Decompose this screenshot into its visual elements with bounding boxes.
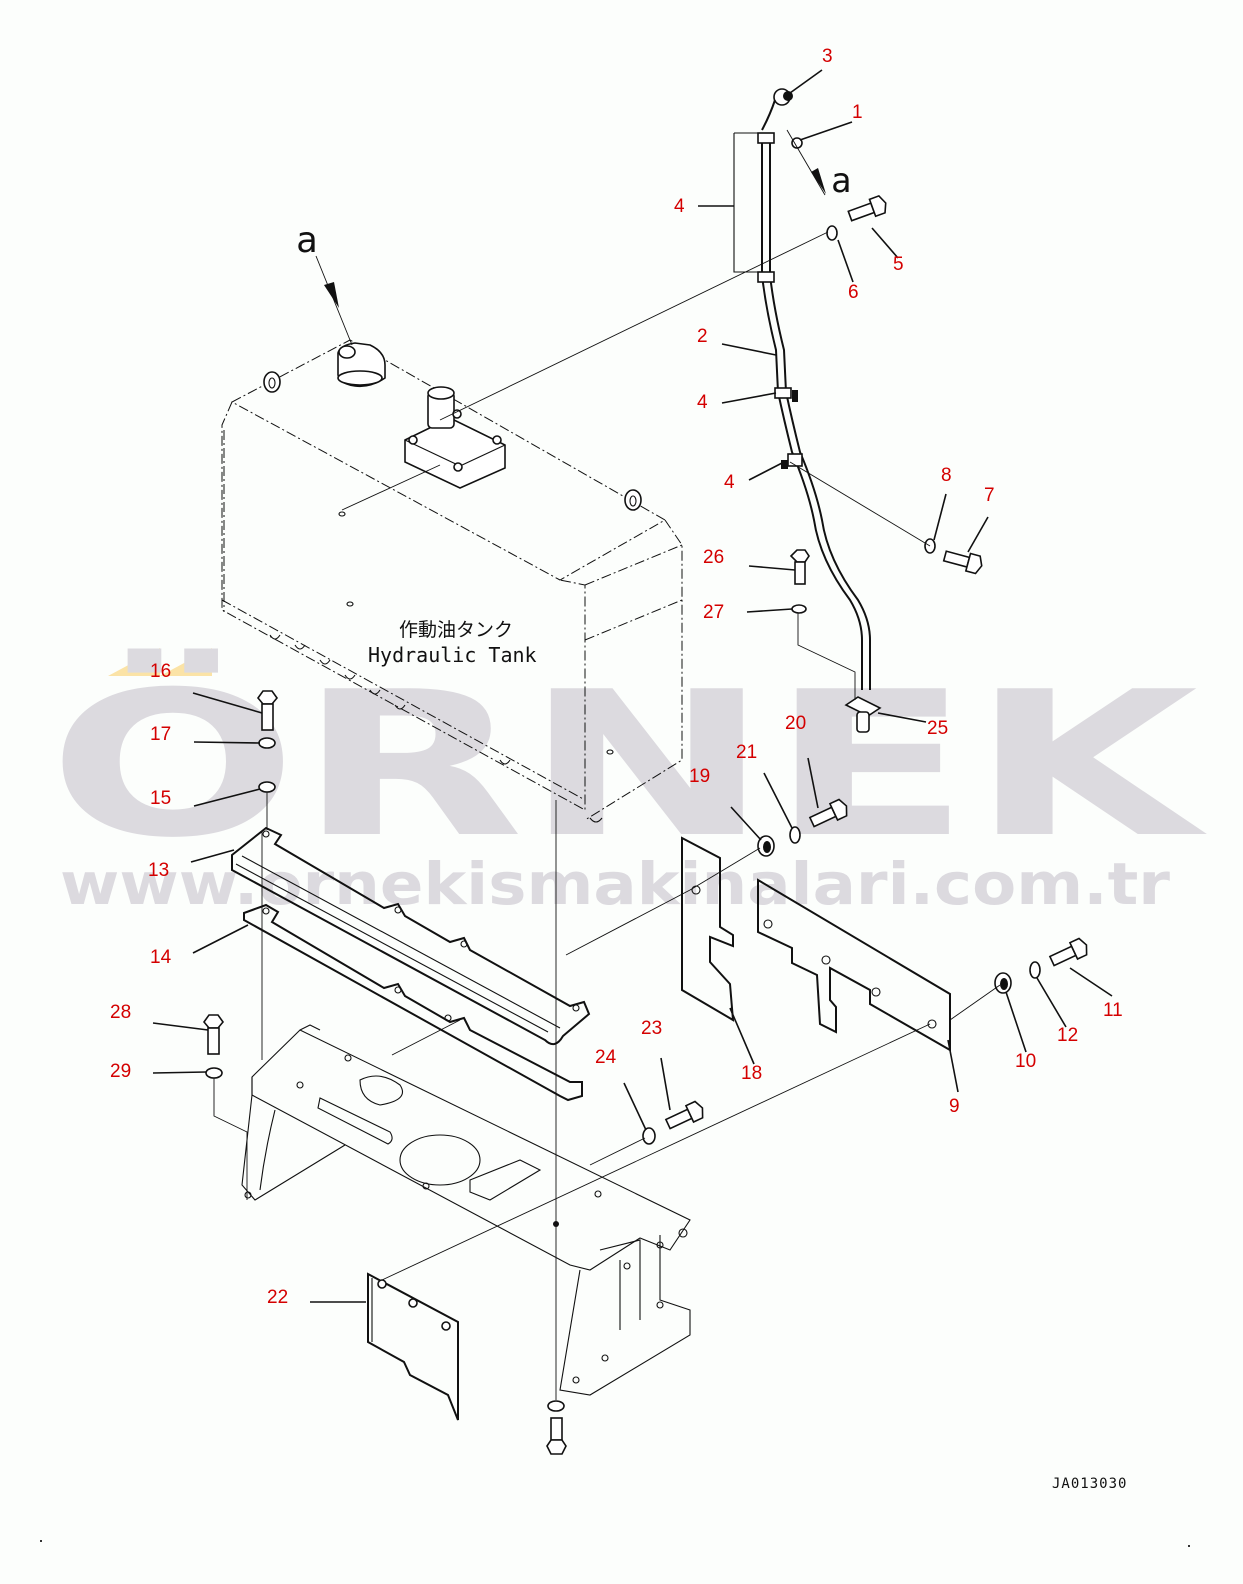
tank-label-jp: 作動油タンク bbox=[399, 619, 513, 641]
callout-26: 26 bbox=[703, 547, 724, 568]
callout-6: 6 bbox=[848, 282, 859, 303]
clamp bbox=[774, 387, 792, 399]
level-gauge-tube bbox=[733, 88, 882, 733]
drawing-code: JA013030 bbox=[1052, 1476, 1127, 1492]
callouts: 3 1 4 5 6 2 4 4 8 7 26 27 16 25 20 21 17… bbox=[110, 46, 1123, 1308]
callout-17: 17 bbox=[150, 724, 171, 745]
cover-13 bbox=[231, 826, 591, 1046]
callout-21: 21 bbox=[736, 742, 757, 763]
callout-25: 25 bbox=[927, 718, 948, 739]
watermark-brand: ÖRNEK bbox=[48, 648, 1208, 882]
view-marker-label-2: a bbox=[831, 161, 851, 201]
plate-9 bbox=[757, 878, 951, 1052]
callout-10: 10 bbox=[1015, 1051, 1036, 1072]
fasteners bbox=[202, 194, 1088, 1455]
tank-cover-plate bbox=[404, 386, 506, 489]
callout-4: 4 bbox=[697, 392, 708, 413]
filler-cap bbox=[337, 342, 386, 388]
washer-17 bbox=[258, 737, 276, 749]
hydraulic-tank: 作動油タンク Hydraulic Tank bbox=[221, 339, 683, 823]
bolt-bottom bbox=[546, 1417, 567, 1455]
view-marker-a-tank: a bbox=[296, 220, 353, 346]
callout-11: 11 bbox=[1103, 1000, 1123, 1021]
bolt-16 bbox=[256, 690, 279, 731]
corner-mark bbox=[1188, 1545, 1190, 1547]
bolt-26 bbox=[789, 549, 810, 585]
callout-5: 5 bbox=[893, 254, 904, 275]
washer-27 bbox=[791, 604, 807, 614]
clip bbox=[791, 137, 803, 149]
callout-2: 2 bbox=[697, 326, 708, 347]
callout-4: 4 bbox=[724, 472, 735, 493]
callout-23: 23 bbox=[641, 1018, 662, 1039]
callout-13: 13 bbox=[148, 860, 169, 881]
callout-29: 29 bbox=[110, 1061, 131, 1082]
callout-18: 18 bbox=[741, 1063, 762, 1084]
callout-15: 15 bbox=[150, 788, 171, 809]
bolt-28 bbox=[202, 1014, 225, 1055]
lifting-lug bbox=[263, 371, 281, 393]
arrow-icon bbox=[811, 168, 826, 194]
frame bbox=[241, 1024, 691, 1396]
callout-8: 8 bbox=[941, 465, 952, 486]
washer-15 bbox=[258, 781, 276, 793]
assembly-lines bbox=[261, 231, 1001, 1400]
bolt-20 bbox=[808, 798, 848, 828]
callout-4: 4 bbox=[674, 196, 685, 217]
view-marker-label: a bbox=[296, 220, 318, 261]
callout-24: 24 bbox=[595, 1047, 617, 1068]
callout-16: 16 bbox=[150, 661, 171, 682]
watermark-accent-triangle-left bbox=[108, 648, 160, 676]
tank-ports bbox=[269, 511, 614, 823]
arrow-icon bbox=[324, 282, 339, 308]
clamp bbox=[757, 132, 775, 144]
callout-1: 1 bbox=[852, 102, 863, 123]
bolt-23 bbox=[664, 1100, 704, 1130]
callout-9: 9 bbox=[949, 1096, 960, 1117]
watermark-url: www.ornekismakinalari.com.tr bbox=[60, 850, 1170, 918]
lifting-lug bbox=[624, 489, 642, 511]
cover-22 bbox=[367, 1272, 459, 1421]
callout-12: 12 bbox=[1057, 1025, 1078, 1046]
view-marker-a-tube: a bbox=[786, 129, 851, 201]
watermark-accent-triangle-right bbox=[160, 648, 212, 676]
callout-3: 3 bbox=[822, 46, 833, 67]
callout-27: 27 bbox=[703, 602, 724, 623]
bolt-5 bbox=[847, 194, 887, 222]
washer-12 bbox=[1029, 961, 1041, 979]
leader-lines bbox=[152, 69, 1113, 1303]
corner-mark bbox=[40, 1540, 42, 1542]
plate-14 bbox=[243, 903, 583, 1102]
callout-28: 28 bbox=[110, 1002, 131, 1023]
callout-14: 14 bbox=[150, 947, 172, 968]
tank-label-en: Hydraulic Tank bbox=[368, 643, 537, 667]
clamp bbox=[757, 271, 775, 283]
clamp bbox=[787, 453, 803, 467]
washer-bottom bbox=[547, 1400, 565, 1412]
watermark: ÖRNEK www.ornekismakinalari.com.tr bbox=[48, 648, 1208, 918]
bolt-11 bbox=[1048, 937, 1088, 967]
callout-19: 19 bbox=[689, 766, 710, 787]
washer-29 bbox=[205, 1067, 223, 1079]
bolt-7 bbox=[942, 550, 983, 575]
callout-22: 22 bbox=[267, 1287, 288, 1308]
washer-6 bbox=[826, 225, 838, 241]
callout-20: 20 bbox=[785, 713, 806, 734]
washer-21 bbox=[789, 826, 801, 844]
callout-7: 7 bbox=[984, 485, 995, 506]
washer-24 bbox=[642, 1127, 656, 1145]
